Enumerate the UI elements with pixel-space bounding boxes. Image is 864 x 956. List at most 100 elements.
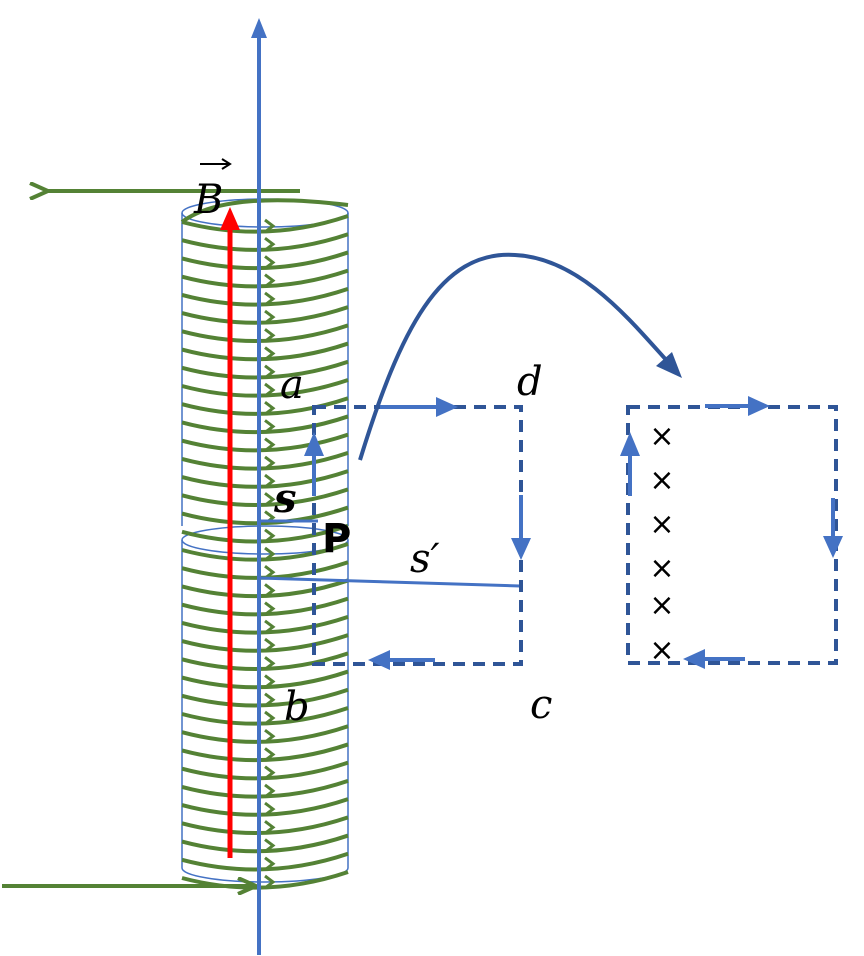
- label-point-p: P: [322, 516, 351, 562]
- coil-turn: [181, 341, 349, 362]
- coil-current-arrow-icon: [264, 309, 276, 325]
- coil-current-arrow-icon: [264, 619, 276, 635]
- field-label: B: [193, 177, 223, 223]
- coil-turn: [181, 633, 349, 653]
- coil-current-arrow-icon: [264, 291, 276, 307]
- coil-current-arrow-icon: [264, 601, 276, 616]
- coil-turn: [181, 286, 349, 307]
- coil-current-arrow-icon: [264, 656, 276, 671]
- coil-turn: [181, 724, 349, 744]
- coil-current-arrow-icon: [264, 546, 276, 562]
- coil-current-arrow-icon: [264, 273, 276, 288]
- coil-turn: [181, 432, 349, 453]
- coil-current-arrow-icon: [264, 710, 276, 726]
- amperian-loop-copy: [620, 396, 843, 669]
- coil-turn: [181, 560, 349, 580]
- loop-arrow-left-icon: [368, 650, 390, 670]
- coil-turn: [181, 706, 349, 726]
- coil-current-arrow-icon: [264, 218, 276, 234]
- coil-current-arrow-icon: [264, 346, 276, 361]
- coil-turn: [181, 742, 349, 763]
- label-s: s: [273, 475, 297, 522]
- coil-turn: [181, 596, 349, 617]
- copy-arrow-left-icon: [683, 649, 705, 669]
- coil-current-arrow-icon: [264, 729, 276, 744]
- coil-current-arrow-icon: [264, 492, 276, 507]
- coil-turn: [181, 778, 349, 799]
- coil-current-arrow-icon: [264, 528, 276, 543]
- coil-turn: [181, 469, 349, 489]
- coil-current-arrow-icon: [264, 692, 276, 707]
- cross-mark: ×: [649, 463, 674, 498]
- transfer-curve-arrow: [358, 252, 670, 461]
- transfer-arrowhead-icon: [656, 352, 682, 378]
- coil-current-arrow-icon: [264, 565, 276, 580]
- coil-turn: [181, 250, 349, 271]
- cross-mark: ×: [649, 507, 674, 542]
- coil-turn: [181, 797, 349, 817]
- cross-mark: ×: [649, 588, 674, 623]
- field-into-page-marks: × × × × × ×: [649, 419, 674, 668]
- coil-turn: [181, 833, 349, 854]
- coil-turn: [181, 687, 349, 708]
- coil-current-arrow-icon: [264, 820, 276, 835]
- coil-current-arrow-icon: [264, 473, 276, 489]
- coil-turn: [181, 305, 349, 325]
- loop-arrow-up-icon: [304, 432, 324, 456]
- coil-turn: [181, 323, 349, 344]
- solenoid-lower-sides: [181, 540, 349, 868]
- coil-turn: [181, 815, 349, 836]
- vector-arrow-icon: [200, 158, 232, 170]
- coil-current-arrow-icon: [264, 419, 276, 434]
- label-c: c: [530, 682, 552, 728]
- coil-turn: [181, 378, 349, 398]
- coil-current-arrow-icon: [264, 747, 276, 762]
- coil-turn: [181, 359, 349, 380]
- coil-turn: [181, 268, 349, 289]
- coil-turn: [181, 669, 349, 690]
- coil-current-arrow-icon: [264, 401, 276, 416]
- coil-current-arrow-icon: [264, 637, 276, 653]
- label-d: d: [517, 359, 543, 405]
- copy-arrow-up-icon: [620, 432, 640, 456]
- coil-turn: [181, 614, 349, 635]
- label-s-prime: s′: [410, 536, 440, 582]
- coil-current-arrow-icon: [264, 801, 276, 817]
- coil-turn: [181, 414, 349, 435]
- coil-current-arrow-icon: [264, 237, 276, 252]
- axis-arrowhead: [251, 18, 267, 38]
- label-a: a: [280, 362, 304, 408]
- coil-current-arrow-icon: [264, 874, 276, 890]
- coil-current-arrow-icon: [264, 255, 276, 270]
- amperian-loop: [304, 397, 531, 670]
- coil-turn: [181, 232, 349, 252]
- cross-mark: ×: [649, 419, 674, 454]
- field-arrowhead: [220, 207, 240, 230]
- coil-current-arrow-icon: [264, 437, 276, 452]
- copy-arrow-down-icon: [823, 536, 843, 558]
- coil-turn: [181, 851, 349, 872]
- coil-current-arrow-icon: [264, 382, 276, 398]
- loop-arrow-down-icon: [511, 538, 531, 560]
- coil-current-arrow-icon: [264, 856, 276, 871]
- coil-current-arrow-icon: [264, 328, 276, 343]
- label-b: b: [284, 684, 310, 730]
- loop-arrow-right-icon: [436, 397, 458, 417]
- coil-turn: [181, 578, 349, 599]
- coil-current-arrow-icon: [264, 838, 276, 853]
- cross-mark: ×: [649, 633, 674, 668]
- coil-current-arrow-icon: [264, 783, 276, 799]
- coil-turn: [181, 651, 349, 672]
- coil-current-arrow-icon: [264, 455, 276, 471]
- cross-mark: ×: [649, 551, 674, 586]
- coil-turn: [181, 760, 349, 781]
- copy-arrow-right-icon: [748, 396, 770, 416]
- solenoid-windings: [180, 198, 349, 890]
- coil-current-arrow-icon: [264, 583, 276, 598]
- s-prime-distance-line: [258, 576, 521, 588]
- coil-current-arrow-icon: [264, 674, 276, 689]
- coil-current-arrow-icon: [264, 765, 276, 780]
- coil-top-turn: [180, 198, 349, 224]
- coil-turn: [181, 487, 349, 508]
